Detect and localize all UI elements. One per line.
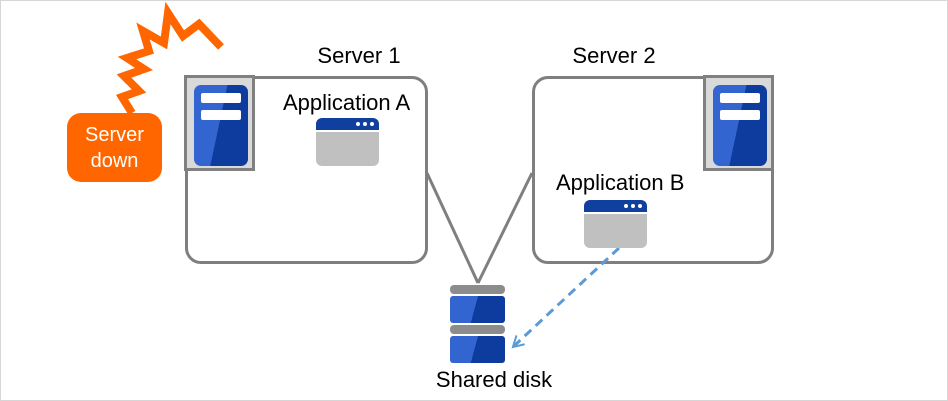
application-a-window-icon: [316, 118, 379, 166]
server2-tower-icon: [703, 75, 774, 171]
window-dot-icon: [624, 204, 628, 208]
application-b-window-icon: [584, 200, 647, 248]
window-titlebar: [584, 200, 647, 214]
disk-platter: [450, 336, 505, 363]
server1-to-disk-line: [425, 172, 480, 284]
window-dot-icon: [356, 122, 360, 126]
server1-tower-icon: [184, 75, 255, 171]
server-tower-slot: [201, 93, 241, 103]
server2-label: Server 2: [572, 43, 656, 68]
window-dot-icon: [370, 122, 374, 126]
server-down-line2: down: [90, 149, 139, 172]
shared-disk-label: Shared disk: [435, 367, 553, 392]
server-tower-slot: [201, 110, 241, 120]
server1-label: Server 1: [317, 43, 401, 68]
disk-band: [450, 325, 505, 334]
window-body: [584, 214, 647, 248]
server2-to-disk-line: [476, 172, 534, 284]
application-b-label: Application B: [556, 170, 685, 195]
server-tower-body: [194, 85, 248, 166]
server-down-badge: Server down: [67, 113, 162, 182]
window-dot-icon: [363, 122, 367, 126]
window-body: [316, 132, 379, 166]
server-tower-slot: [720, 110, 760, 120]
server-down-line1: Server: [85, 123, 144, 146]
server-tower-slot: [720, 93, 760, 103]
application-a-label: Application A: [283, 90, 411, 115]
window-titlebar: [316, 118, 379, 132]
window-dot-icon: [631, 204, 635, 208]
window-dot-icon: [638, 204, 642, 208]
disk-band: [450, 285, 505, 294]
shared-disk-icon: [450, 285, 505, 365]
disk-platter: [450, 296, 505, 323]
server-tower-body: [713, 85, 767, 166]
crash-burst-icon: [115, 1, 224, 116]
crash-burst-zigzag: [115, 1, 224, 116]
